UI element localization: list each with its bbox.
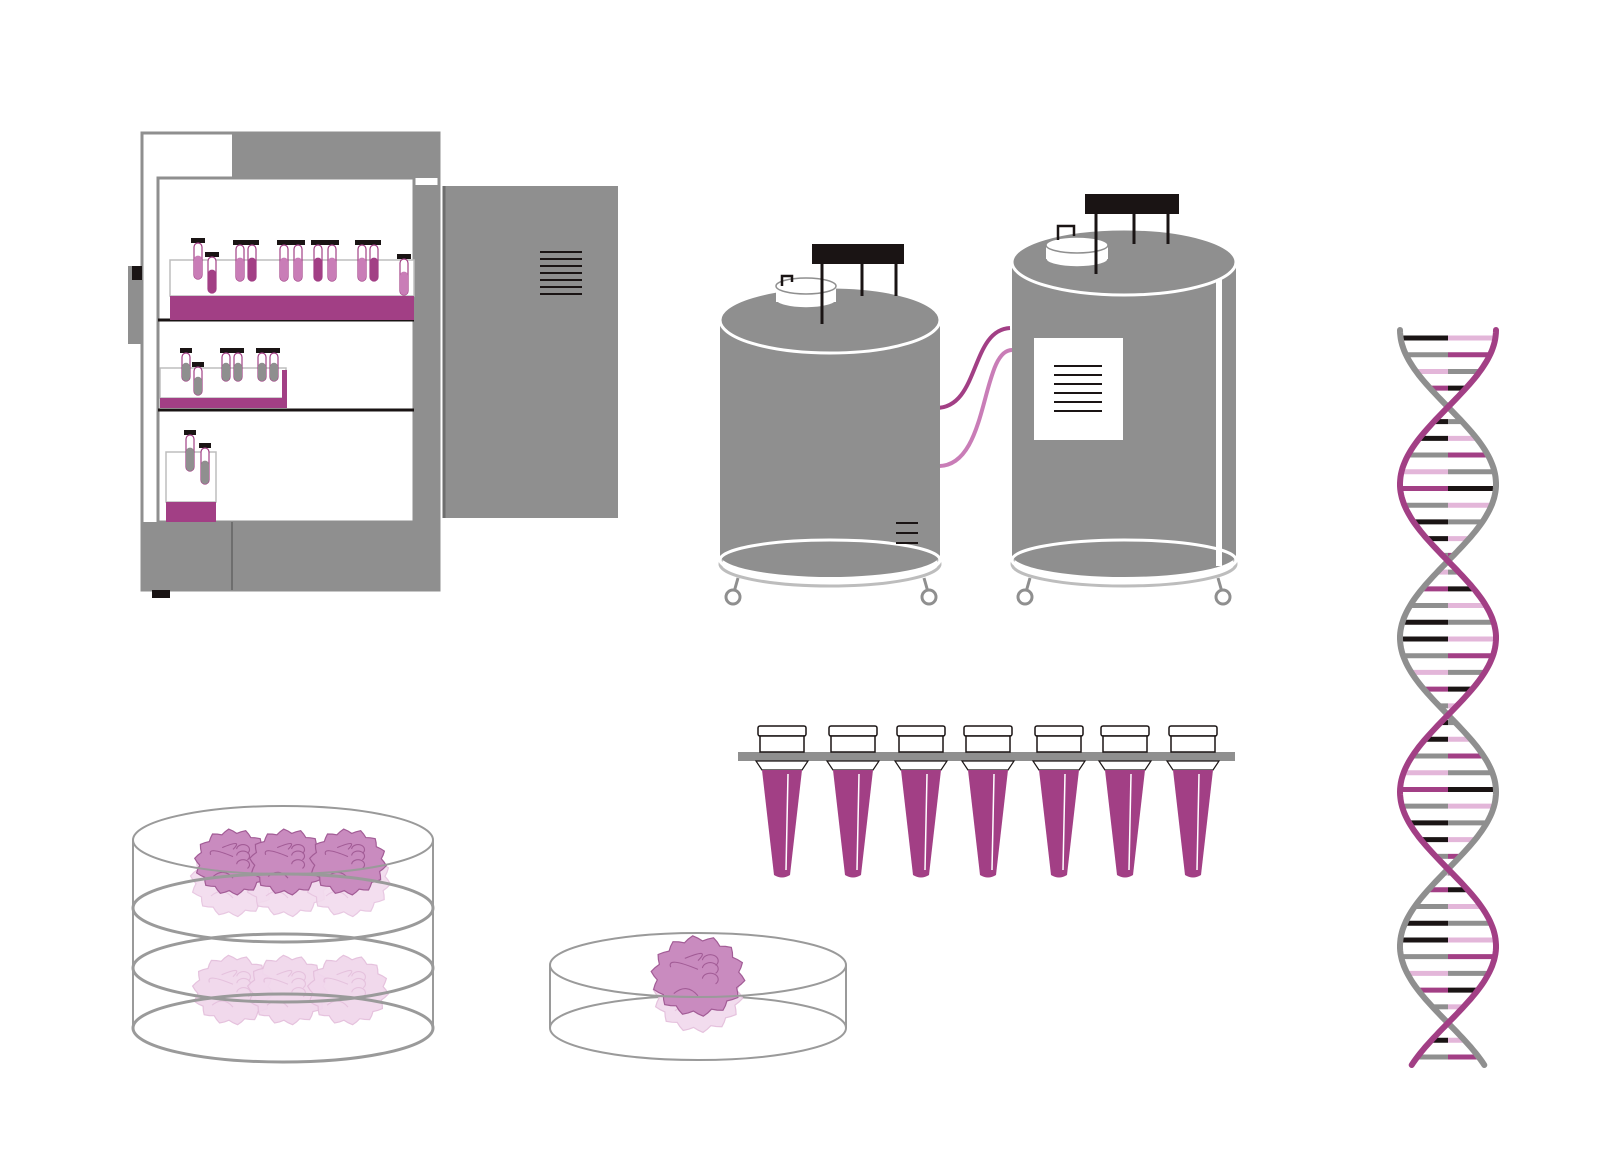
test-tube [268, 348, 280, 382]
caster-wheel-icon [1214, 588, 1232, 606]
test-tube [291, 240, 305, 282]
pcr-tube [1031, 725, 1087, 878]
tank-label-sheet [1034, 338, 1123, 440]
test-tube [355, 240, 369, 282]
tube-row [191, 238, 411, 296]
organoid-icon [246, 954, 330, 1026]
tube-rack-base [160, 398, 286, 408]
test-tube [233, 240, 247, 282]
test-tube [180, 348, 192, 382]
test-tube [277, 240, 291, 282]
test-tube [325, 240, 339, 282]
tank-lid-handle [1085, 194, 1179, 214]
strip-bar [738, 752, 1235, 761]
lab-freezer-illustration [128, 131, 618, 598]
test-tube [367, 240, 381, 282]
tank-lid-handle [812, 244, 904, 264]
dna-double-helix-illustration [1396, 327, 1500, 1068]
freezer-door [444, 186, 618, 518]
pcr-tube-strip-illustration [738, 725, 1235, 878]
test-tube [199, 443, 211, 485]
caster-wheel-icon [920, 588, 938, 606]
dna-strand-magenta [1396, 327, 1499, 1068]
test-tube [191, 238, 205, 280]
freezer-base [142, 522, 439, 590]
cryogenic-tanks-illustration [718, 194, 1238, 606]
pcr-tube [1097, 725, 1153, 878]
tube-rack-base [166, 502, 216, 522]
door-vent-icon [540, 251, 582, 295]
organoid-icon [306, 954, 390, 1026]
nitrogen-tank-small [718, 244, 942, 606]
test-tube [192, 362, 204, 396]
caster-wheel-icon [724, 588, 742, 606]
tube-row [184, 430, 211, 485]
pcr-tube [1165, 725, 1221, 878]
test-tube [205, 252, 219, 294]
tank-vent-icon [896, 522, 918, 544]
hose [935, 326, 1011, 410]
organoid-icon [248, 828, 328, 896]
pcr-tube [825, 725, 881, 878]
stacked-petri-dishes-illustration [131, 805, 435, 1064]
test-tube [232, 348, 244, 382]
tube-rack-base [170, 296, 414, 320]
test-tube [220, 348, 232, 382]
hose [935, 348, 1013, 469]
test-tube [245, 240, 259, 282]
tube-row [180, 348, 280, 396]
label-text-lines-icon [1054, 365, 1102, 412]
freezer-foot [152, 590, 170, 598]
freezer-hinge [128, 266, 142, 344]
dna-strand-gray [1397, 327, 1500, 1068]
single-petri-dish-illustration [549, 932, 847, 1061]
test-tube [184, 430, 196, 472]
test-tube [311, 240, 325, 282]
freezer-top-panel [232, 133, 439, 178]
nitrogen-tank-large [1010, 194, 1238, 606]
test-tube [397, 254, 411, 296]
pcr-tube [754, 725, 810, 878]
pcr-tube [893, 725, 949, 878]
pcr-tube [960, 725, 1016, 878]
test-tube [256, 348, 268, 382]
caster-wheel-icon [1016, 588, 1034, 606]
